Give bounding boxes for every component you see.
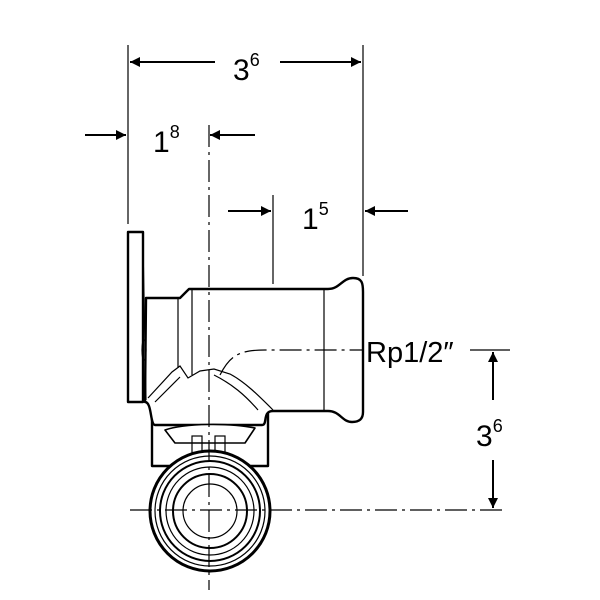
- dimension-socket-depth: 15: [228, 199, 408, 236]
- dimension-plate-to-axis: 18: [85, 122, 255, 159]
- dimension-axis-offset: 36: [476, 352, 503, 508]
- svg-text:18: 18: [153, 122, 180, 159]
- dimension-overall-width: 36: [130, 50, 361, 87]
- centerlines: [130, 125, 505, 590]
- pipe-socket-circle: [148, 449, 272, 573]
- fitting-body: [126, 230, 365, 468]
- svg-text:36: 36: [233, 50, 260, 87]
- svg-text:36: 36: [476, 416, 503, 453]
- extension-lines: [127, 45, 510, 351]
- thread-label: Rp1/2″: [366, 337, 454, 369]
- svg-text:15: 15: [302, 199, 329, 236]
